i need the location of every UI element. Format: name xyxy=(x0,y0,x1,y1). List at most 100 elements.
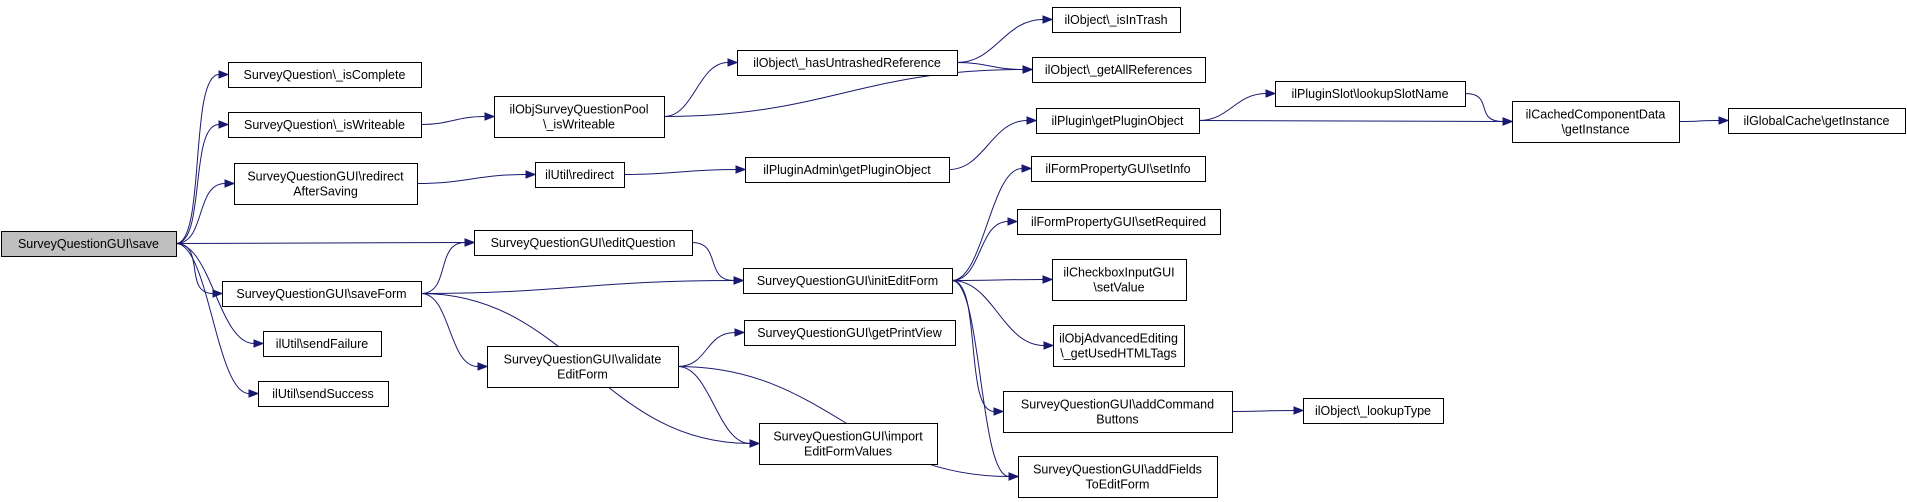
call-nodes: SurveyQuestionGUI\save SurveyQuestion\_is… xyxy=(1,7,1906,498)
node-label: EditForm xyxy=(557,368,608,382)
node-save-form[interactable]: SurveyQuestionGUI\saveForm xyxy=(222,281,422,307)
node-label: SurveyQuestionGUI\save xyxy=(18,237,159,251)
edge-save-form-to-validate-edit-form xyxy=(420,293,489,371)
edge-lookup-slot-name-to-cached-get-instance xyxy=(1464,93,1514,126)
node-label: \_getUsedHTMLTags xyxy=(1060,347,1177,361)
edge-init-edit-form-to-set-info xyxy=(951,164,1033,281)
node-save[interactable]: SurveyQuestionGUI\save xyxy=(1,231,177,257)
node-label: ilUtil\sendFailure xyxy=(276,337,368,351)
edge-save-to-redirect-after-saving xyxy=(175,179,236,244)
node-label: ilObject\_lookupType xyxy=(1315,404,1431,418)
edge-validate-edit-form-to-import-edit-form-values xyxy=(677,366,761,448)
node-set-required[interactable]: ilFormPropertyGUI\setRequired xyxy=(1017,209,1221,235)
node-label: SurveyQuestionGUI\getPrintView xyxy=(757,326,943,340)
node-label: \setValue xyxy=(1093,281,1144,295)
node-label: \_isWriteable xyxy=(543,118,615,132)
edge-validate-edit-form-to-get-print-view xyxy=(677,328,746,367)
node-label: ilGlobalCache\getInstance xyxy=(1744,114,1890,128)
node-label: ilCachedComponentData xyxy=(1526,108,1666,122)
node-plugin-get[interactable]: ilPlugin\getPluginObject xyxy=(1036,108,1200,134)
node-lookup-type[interactable]: ilObject\_lookupType xyxy=(1303,398,1444,424)
node-init-edit-form[interactable]: SurveyQuestionGUI\initEditForm xyxy=(743,268,953,294)
edge-init-edit-form-to-checkbox-set-value xyxy=(951,275,1054,284)
node-edit-question[interactable]: SurveyQuestionGUI\editQuestion xyxy=(474,230,693,256)
node-label: ilObjSurveyQuestionPool xyxy=(510,103,649,117)
node-set-info[interactable]: ilFormPropertyGUI\setInfo xyxy=(1031,156,1206,182)
edge-save-form-to-edit-question xyxy=(420,238,476,294)
node-label: ilPlugin\getPluginObject xyxy=(1051,114,1184,128)
node-label: ilObjAdvancedEditing xyxy=(1059,332,1178,346)
node-is-complete[interactable]: SurveyQuestion\_isComplete xyxy=(228,62,422,88)
node-label: \getInstance xyxy=(1561,123,1629,137)
node-label: Buttons xyxy=(1096,413,1138,427)
node-get-all-references[interactable]: ilObject\_getAllReferences xyxy=(1032,57,1206,83)
edge-plugin-get-to-lookup-slot-name xyxy=(1198,89,1277,121)
node-label: ilCheckboxInputGUI xyxy=(1063,266,1174,280)
node-util-redirect[interactable]: ilUtil\redirect xyxy=(535,162,625,188)
edge-save-to-send-success xyxy=(175,243,260,398)
edge-save-to-is-writeable xyxy=(175,120,230,244)
node-used-htmltags[interactable]: ilObjAdvancedEditing\_getUsedHTMLTags xyxy=(1053,325,1185,367)
edge-redirect-after-saving-to-util-redirect xyxy=(416,170,537,184)
node-get-print-view[interactable]: SurveyQuestionGUI\getPrintView xyxy=(744,320,956,346)
edge-util-redirect-to-plugin-admin-get xyxy=(623,165,747,175)
edge-save-to-is-complete xyxy=(175,70,230,244)
node-label: ToEditForm xyxy=(1086,478,1150,492)
edge-cached-get-instance-to-global-cache-get-instance xyxy=(1678,116,1730,125)
node-label: ilUtil\sendSuccess xyxy=(272,387,373,401)
node-label: ilObject\_hasUntrashedReference xyxy=(753,56,941,70)
node-label: SurveyQuestionGUI\addCommand xyxy=(1021,398,1214,412)
edge-save-to-edit-question xyxy=(175,238,476,247)
node-plugin-admin-get[interactable]: ilPluginAdmin\getPluginObject xyxy=(745,157,950,183)
node-label: SurveyQuestionGUI\import xyxy=(773,430,923,444)
edge-plugin-admin-get-to-plugin-get xyxy=(948,116,1038,170)
node-label: AfterSaving xyxy=(293,185,358,199)
edge-init-edit-form-to-set-required xyxy=(951,217,1019,281)
node-label: SurveyQuestion\_isWriteable xyxy=(244,118,405,132)
node-label: SurveyQuestionGUI\addFields xyxy=(1033,463,1202,477)
node-label: ilUtil\redirect xyxy=(545,168,614,182)
edge-init-edit-form-to-used-htmltags xyxy=(951,280,1055,350)
node-lookup-slot-name[interactable]: ilPluginSlot\lookupSlotName xyxy=(1275,81,1466,107)
edge-save-form-to-init-edit-form xyxy=(420,276,745,294)
node-is-in-trash[interactable]: ilObject\_isInTrash xyxy=(1052,7,1181,33)
edge-has-untrashed-to-get-all-references xyxy=(956,62,1034,74)
node-label: SurveyQuestion\_isComplete xyxy=(244,68,406,82)
node-label: SurveyQuestionGUI\saveForm xyxy=(236,287,406,301)
node-has-untrashed[interactable]: ilObject\_hasUntrashedReference xyxy=(737,50,958,76)
edge-pool-is-writeable-to-has-untrashed xyxy=(663,58,739,117)
node-global-cache-get-instance[interactable]: ilGlobalCache\getInstance xyxy=(1728,108,1906,134)
edge-init-edit-form-to-add-command-buttons xyxy=(951,280,1005,416)
node-label: SurveyQuestionGUI\validate xyxy=(504,353,662,367)
node-label: SurveyQuestionGUI\editQuestion xyxy=(491,236,676,250)
node-label: ilObject\_isInTrash xyxy=(1064,13,1167,27)
node-label: ilObject\_getAllReferences xyxy=(1045,63,1192,77)
node-pool-is-writeable[interactable]: ilObjSurveyQuestionPool\_isWriteable xyxy=(494,96,665,138)
node-label: ilFormPropertyGUI\setRequired xyxy=(1031,215,1206,229)
node-label: ilPluginSlot\lookupSlotName xyxy=(1291,87,1448,101)
node-send-failure[interactable]: ilUtil\sendFailure xyxy=(263,331,382,357)
edge-plugin-get-to-cached-get-instance xyxy=(1198,117,1514,126)
node-cached-get-instance[interactable]: ilCachedComponentData\getInstance xyxy=(1512,101,1680,143)
edge-init-edit-form-to-add-fields-to-edit-form xyxy=(951,280,1020,481)
edge-save-to-save-form xyxy=(175,243,224,298)
node-label: EditFormValues xyxy=(804,445,892,459)
node-checkbox-set-value[interactable]: ilCheckboxInputGUI\setValue xyxy=(1052,259,1187,301)
node-label: ilFormPropertyGUI\setInfo xyxy=(1045,162,1190,176)
node-label: ilPluginAdmin\getPluginObject xyxy=(763,163,931,177)
node-send-success[interactable]: ilUtil\sendSuccess xyxy=(258,381,389,407)
edge-is-writeable-to-pool-is-writeable xyxy=(420,112,496,125)
node-label: SurveyQuestionGUI\initEditForm xyxy=(757,274,938,288)
edge-add-command-buttons-to-lookup-type xyxy=(1231,406,1305,415)
call-edges xyxy=(175,15,1730,481)
edge-has-untrashed-to-is-in-trash xyxy=(956,15,1054,63)
node-is-writeable[interactable]: SurveyQuestion\_isWriteable xyxy=(228,112,422,138)
node-label: SurveyQuestionGUI\redirect xyxy=(247,170,404,184)
edge-save-to-send-failure xyxy=(175,243,265,348)
